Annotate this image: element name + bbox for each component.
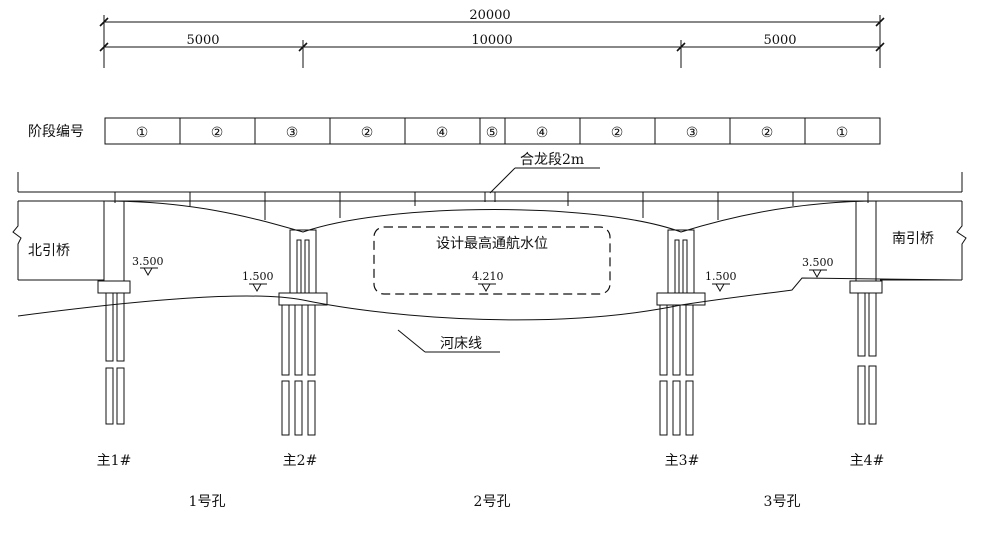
pier-label-3: 主3# bbox=[665, 453, 700, 469]
dimension-span-2: 10000 bbox=[471, 33, 512, 48]
riverbed-label: 河床线 bbox=[440, 336, 482, 352]
closure-label: 合龙段2m bbox=[520, 152, 584, 168]
navigation-clearance-box bbox=[373, 226, 611, 295]
pier-2 bbox=[278, 229, 328, 436]
stage-cell-4: ② bbox=[361, 125, 374, 141]
pier-label-1: 主1# bbox=[97, 453, 132, 469]
south-approach-label: 南引桥 bbox=[892, 231, 934, 247]
navigation-label: 设计最高通航水位 bbox=[436, 235, 548, 252]
riverbed-line bbox=[17, 277, 963, 321]
elevation-mid: 4.210 bbox=[472, 270, 504, 283]
pier-3 bbox=[656, 229, 706, 436]
stage-cell-5: ④ bbox=[436, 125, 449, 141]
stage-cell-9: ③ bbox=[686, 125, 699, 141]
stage-cell-10: ② bbox=[761, 125, 774, 141]
elevation-pier3: 1.500 bbox=[705, 270, 737, 283]
stage-cell-7: ④ bbox=[536, 125, 549, 141]
stage-cell-11: ① bbox=[836, 125, 849, 141]
elevation-pier1: 3.500 bbox=[132, 255, 164, 268]
pier-label-4: 主4# bbox=[850, 453, 885, 469]
stage-cell-2: ② bbox=[211, 125, 224, 141]
stage-cell-1: ① bbox=[136, 125, 149, 141]
pier-1 bbox=[97, 200, 131, 425]
stage-table-label: 阶段编号 bbox=[28, 124, 84, 140]
dimension-span-1: 5000 bbox=[186, 33, 219, 48]
span-label-2: 2号孔 bbox=[474, 494, 511, 510]
dimension-span-3: 5000 bbox=[763, 33, 796, 48]
stage-table bbox=[104, 117, 881, 145]
north-approach-label: 北引桥 bbox=[28, 243, 70, 259]
riverbed-leader bbox=[397, 329, 500, 353]
elevation-pier2: 1.500 bbox=[242, 270, 274, 283]
pier-label-2: 主2# bbox=[283, 453, 318, 469]
dimension-total: 20000 bbox=[469, 8, 510, 23]
closure-leader bbox=[489, 167, 600, 194]
pier-4 bbox=[849, 200, 883, 425]
stage-cell-6: ⑤ bbox=[486, 125, 499, 141]
elevation-pier4: 3.500 bbox=[802, 256, 834, 269]
bridge-deck bbox=[12, 172, 967, 280]
dimension-lines bbox=[99, 15, 885, 68]
span-label-1: 1号孔 bbox=[189, 494, 226, 510]
water-level-markers bbox=[140, 267, 827, 293]
span-label-3: 3号孔 bbox=[764, 494, 801, 510]
stage-cell-8: ② bbox=[611, 125, 624, 141]
stage-cell-3: ③ bbox=[286, 125, 299, 141]
